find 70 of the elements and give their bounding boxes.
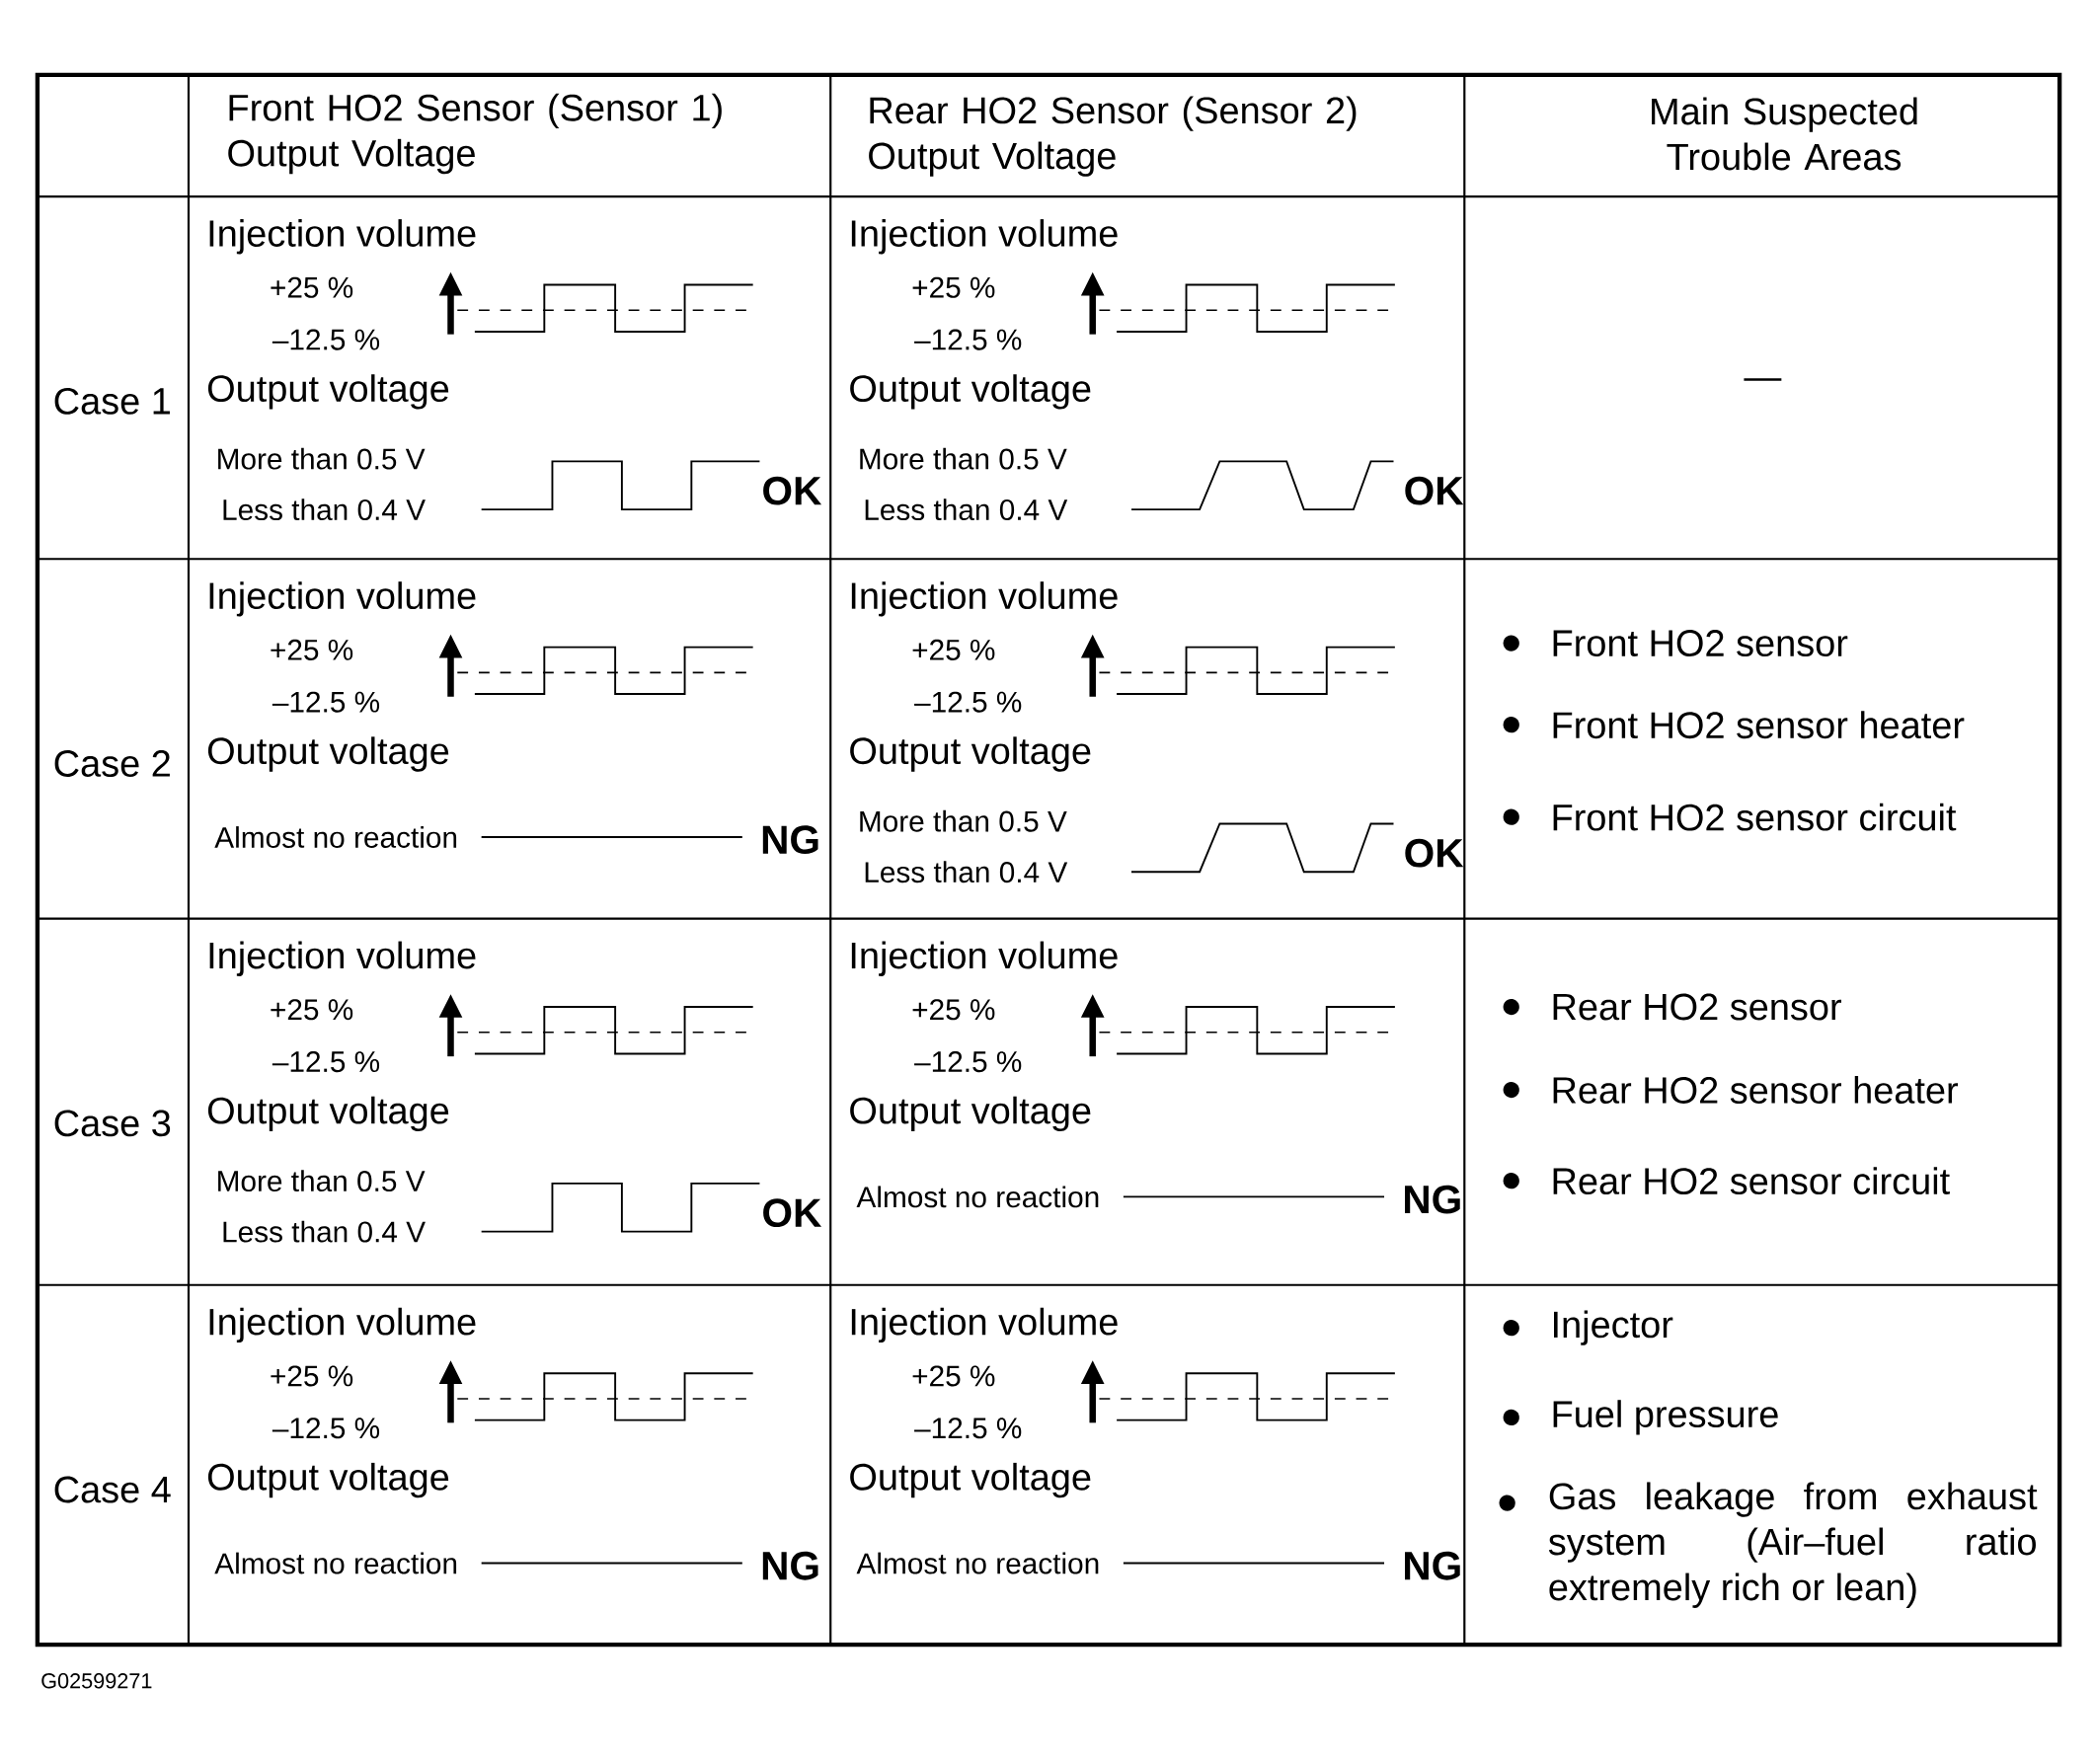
level-label: –12.5 % <box>914 329 1022 350</box>
level-label: +25 % <box>912 1365 995 1387</box>
waveform-title: Output voltage <box>207 374 449 410</box>
waveform-title: Injection volume <box>851 219 1118 255</box>
level-label: +25 % <box>271 1365 353 1387</box>
waveform-title: Injection volume <box>209 941 476 977</box>
result-label: OK <box>1405 476 1464 505</box>
waveform-title: Output voltage <box>850 736 1091 772</box>
waveform-title: Output voltage <box>207 1096 449 1132</box>
result-label: OK <box>763 476 822 505</box>
level-label: More than 0.5 V <box>218 1170 426 1192</box>
waveform-title: Output voltage <box>850 374 1091 410</box>
waveform-title: Output voltage <box>850 1463 1091 1498</box>
level-label: –12.5 % <box>914 1418 1022 1439</box>
waveform-title: Output voltage <box>207 1463 449 1498</box>
level-label: Almost no reaction <box>214 826 457 849</box>
row-label: Case 2 <box>54 750 170 778</box>
level-label: Less than 0.4 V <box>865 861 1068 883</box>
waveform-title: Injection volume <box>209 1307 476 1343</box>
level-label: +25 % <box>912 639 995 661</box>
list-item: Front HO2 sensor <box>1553 630 1848 657</box>
level-label: –12.5 % <box>914 691 1022 713</box>
list-item: Rear HO2 sensor <box>1553 993 1841 1021</box>
level-label: –12.5 % <box>272 329 380 350</box>
level-label: Less than 0.4 V <box>865 499 1068 521</box>
result-label: NG <box>1405 1185 1460 1214</box>
list-item: Front HO2 sensor circuit <box>1553 803 1957 831</box>
level-label: Almost no reaction <box>856 1186 1099 1208</box>
waveform-title: Output voltage <box>207 736 449 772</box>
list-item: Fuel pressure <box>1553 1400 1778 1435</box>
waveform-title: Injection volume <box>851 581 1118 617</box>
list-item: Gas leakage from exhaust system (Air–fuel ratio extremely rich or lean) <box>1548 1482 2038 1609</box>
dash-label: — <box>1744 378 1782 381</box>
level-label: +25 % <box>271 276 353 298</box>
waveform-title: Injection volume <box>209 219 476 255</box>
waveform-title: Injection volume <box>851 941 1118 977</box>
level-label: +25 % <box>271 999 353 1021</box>
result-label: NG <box>762 825 818 855</box>
level-label: +25 % <box>912 276 995 298</box>
list-item: Rear HO2 sensor heater <box>1553 1076 1959 1105</box>
level-label: –12.5 % <box>272 691 380 713</box>
header-text: Front HO2 Sensor (Sensor 1) Output Voltage <box>228 93 722 175</box>
list-item: Rear HO2 sensor circuit <box>1553 1167 1950 1195</box>
level-label: Almost no reaction <box>856 1552 1099 1574</box>
level-label: More than 0.5 V <box>860 447 1067 470</box>
level-label: More than 0.5 V <box>860 809 1067 832</box>
level-label: Almost no reaction <box>214 1552 457 1574</box>
level-label: –12.5 % <box>272 1051 380 1073</box>
row-label: Case 1 <box>54 388 170 415</box>
level-label: –12.5 % <box>914 1051 1022 1073</box>
level-label: –12.5 % <box>272 1418 380 1439</box>
level-label: Less than 0.4 V <box>223 499 426 521</box>
header-text: Rear HO2 Sensor (Sensor 2) Output Voltage <box>869 96 1357 177</box>
level-label: Less than 0.4 V <box>223 1220 426 1243</box>
result-label: NG <box>762 1552 818 1580</box>
result-label: OK <box>763 1198 822 1228</box>
level-label: +25 % <box>912 999 995 1021</box>
row-label: Case 3 <box>54 1110 171 1137</box>
waveform-title: Injection volume <box>851 1307 1118 1343</box>
row-label: Case 4 <box>54 1476 171 1503</box>
result-label: NG <box>1405 1552 1460 1580</box>
waveform-title: Output voltage <box>850 1096 1091 1132</box>
level-label: More than 0.5 V <box>218 447 426 470</box>
result-label: OK <box>1405 839 1464 868</box>
list-item: Injector <box>1554 1310 1673 1345</box>
list-item: Front HO2 sensor heater <box>1553 711 1965 739</box>
figure-id: G02599271 <box>41 1673 152 1689</box>
waveform-title: Injection volume <box>209 581 476 617</box>
header-text: Main Suspected Trouble Areas <box>1652 97 1917 171</box>
level-label: +25 % <box>271 639 353 661</box>
